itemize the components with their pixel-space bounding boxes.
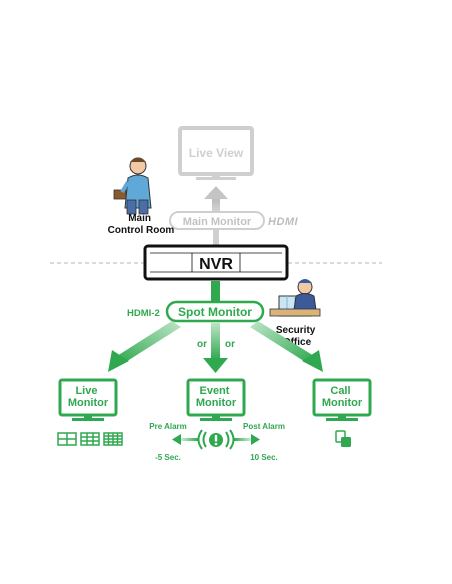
main-monitor-label: Main Monitor xyxy=(183,216,252,228)
main-to-liveview-arrow xyxy=(204,186,228,213)
post-alarm-label: Post Alarm xyxy=(243,422,285,431)
arrow-to-live-monitor xyxy=(108,321,181,372)
pre-time-label: -5 Sec. xyxy=(155,453,181,462)
post-time-label: 10 Sec. xyxy=(250,453,278,462)
live-monitor-label: Live Monitor xyxy=(68,385,109,409)
security-office-line1: Security xyxy=(276,325,316,336)
main-control-room-label: Main Control Room xyxy=(108,213,175,236)
person-icon xyxy=(113,157,152,215)
pre-alarm-label: Pre Alarm xyxy=(149,422,187,431)
event-monitor-label: Event Monitor xyxy=(196,385,237,409)
event-monitor xyxy=(186,378,246,421)
or-right-label: or xyxy=(225,339,235,350)
hdmi2-label: HDMI-2 xyxy=(127,308,160,319)
security-officer-icon xyxy=(269,279,321,317)
call-monitor-line1: Call xyxy=(330,385,350,397)
main-monitor-pill: Main Monitor xyxy=(169,211,265,230)
call-monitor-line2: Monitor xyxy=(322,397,363,409)
live-view-monitor: Live View xyxy=(178,126,254,180)
nvr-label: NVR xyxy=(199,256,233,273)
call-monitor xyxy=(312,378,372,421)
call-icon xyxy=(335,430,351,447)
live-monitor-line2: Monitor xyxy=(68,397,109,409)
main-control-room-line2: Control Room xyxy=(108,225,175,236)
nvr-device: NVR xyxy=(143,244,289,281)
main-control-room-line1: Main xyxy=(128,213,151,224)
pre-alarm-arrow xyxy=(172,434,198,445)
spot-monitor-pill: Spot Monitor xyxy=(165,300,265,323)
event-monitor-line2: Monitor xyxy=(196,397,237,409)
post-alarm-arrow xyxy=(234,434,260,445)
live-monitor-line1: Live xyxy=(75,385,97,397)
or-left-label: or xyxy=(197,339,207,350)
call-monitor-label: Call Monitor xyxy=(322,385,363,409)
security-office-line2: Office xyxy=(283,337,312,348)
nvr-spot-connector xyxy=(211,281,220,303)
live-view-label: Live View xyxy=(189,146,244,160)
security-office-label: Security Office xyxy=(276,325,318,348)
live-monitor xyxy=(58,378,118,421)
hdmi-logo: HDMI xyxy=(268,216,299,228)
spot-monitor-label: Spot Monitor xyxy=(178,305,252,319)
event-monitor-line1: Event xyxy=(199,385,229,397)
arrow-to-event-monitor xyxy=(203,322,228,373)
main-monitor-connector xyxy=(213,229,219,247)
arrow-to-call-monitor xyxy=(250,321,323,372)
split-screen-icon xyxy=(57,432,123,446)
alarm-icon xyxy=(197,429,235,450)
